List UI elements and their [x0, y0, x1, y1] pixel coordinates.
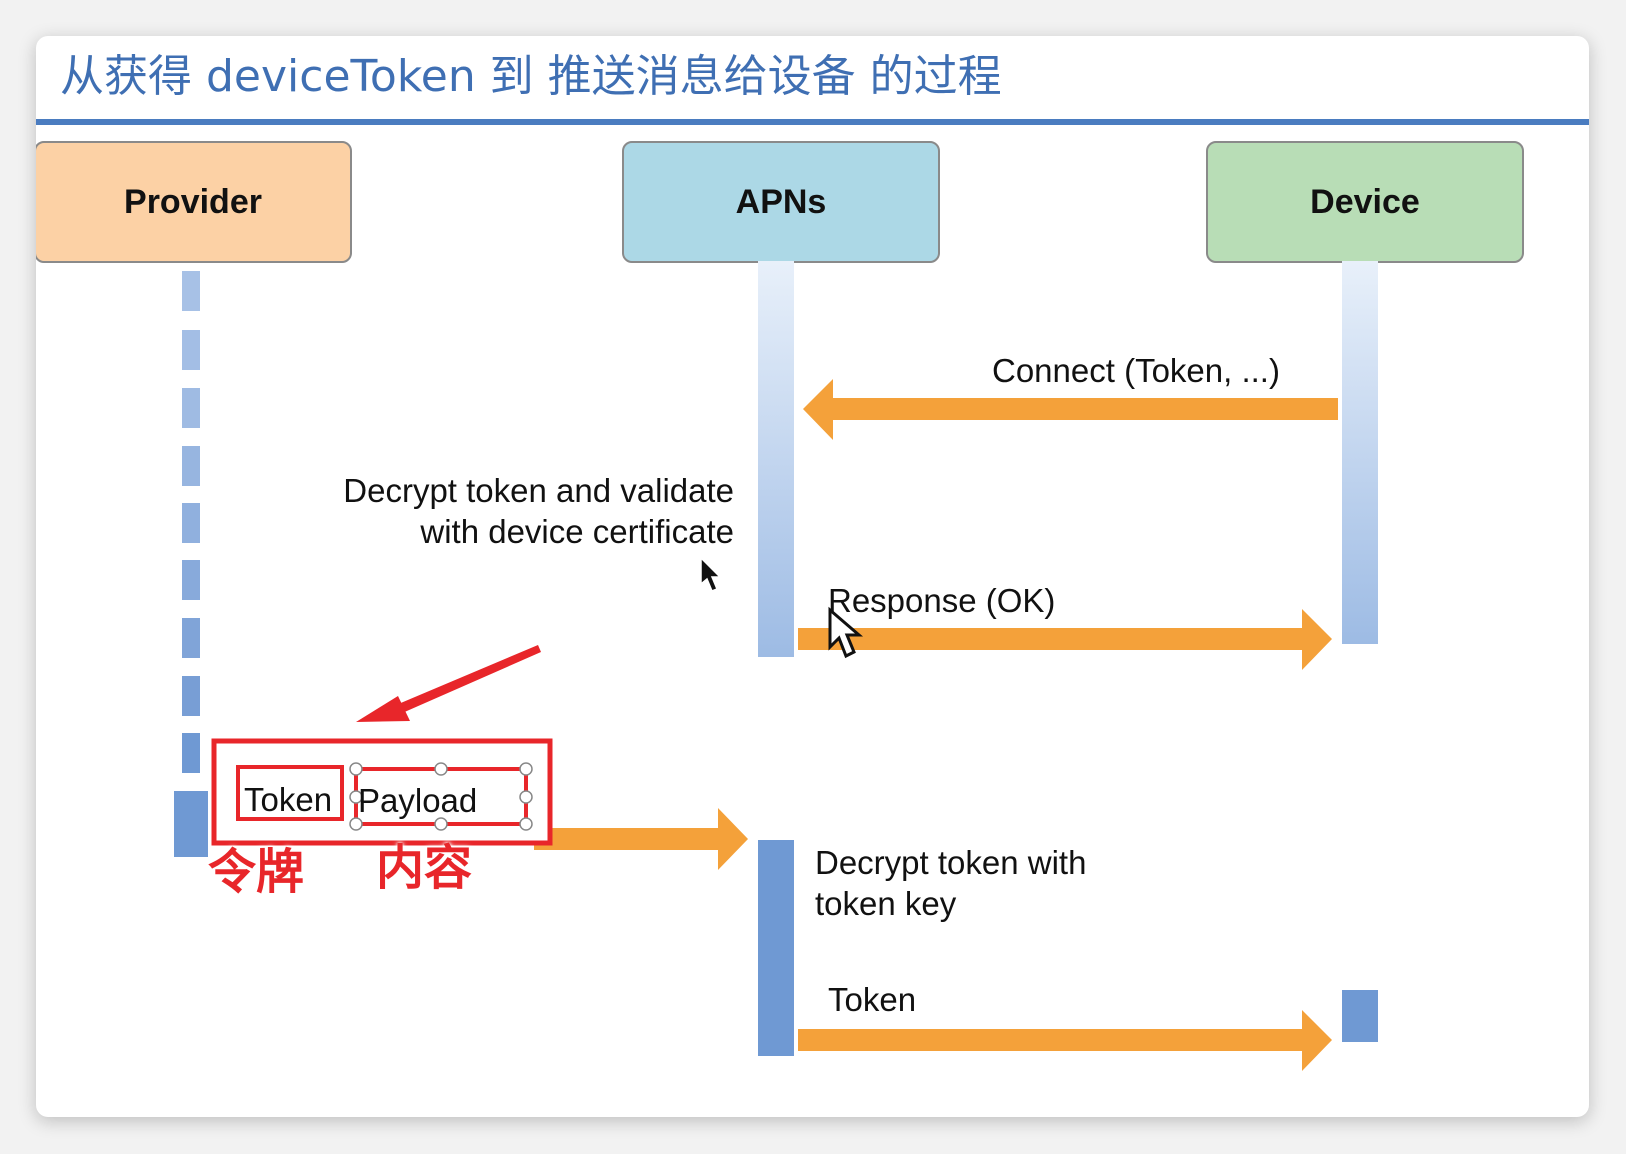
actor-device-label: Device	[1310, 182, 1420, 221]
packet-arrow	[534, 808, 748, 870]
decrypt-validate-line-2: with device certificate	[420, 513, 734, 550]
device-activation-bar	[1342, 990, 1378, 1042]
actor-device: Device	[1206, 141, 1524, 263]
response-label: Response (OK)	[828, 582, 1056, 619]
page-title: 从获得 deviceToken 到 推送消息给设备 的过程	[60, 51, 1002, 102]
apns-lifeline-upper	[758, 261, 794, 657]
token-arrow	[798, 1010, 1332, 1071]
slide: 从获得 deviceToken 到 推送消息给设备 的过程 Provider A…	[36, 36, 1589, 1117]
mouse-cursor-icon	[700, 556, 722, 592]
apns-activation-bar	[758, 840, 794, 1056]
decrypt-key-line-1: Decrypt token with	[815, 844, 1087, 881]
sequence-diagram	[174, 261, 1378, 1071]
packet-payload-label: Payload	[358, 782, 478, 819]
decrypt-validate-line-1: Decrypt token and validate	[343, 472, 734, 509]
payload-cn-annotation: 内容	[376, 840, 473, 896]
device-lifeline-upper	[1342, 261, 1378, 644]
red-pointer-arrow	[356, 645, 541, 722]
decrypt-validate-label: Decrypt token and validate with device c…	[294, 470, 734, 552]
provider-activation-bar	[174, 791, 208, 857]
connect-label: Connect (Token, ...)	[992, 352, 1280, 389]
token-message-label: Token	[828, 981, 917, 1018]
actor-provider: Provider	[36, 141, 352, 263]
selection-handles[interactable]	[349, 762, 533, 831]
actor-apns: APNs	[622, 141, 940, 263]
provider-lifeline	[182, 271, 200, 773]
decrypt-key-label: Decrypt token with token key	[815, 842, 1086, 924]
connect-arrow	[803, 379, 1338, 440]
token-field-highlight	[236, 765, 344, 821]
packet-highlight-frame	[211, 738, 553, 846]
packet-token-label: Token	[244, 781, 333, 818]
response-arrow	[798, 609, 1332, 670]
token-cn-annotation: 令牌	[208, 844, 305, 900]
decrypt-key-line-2: token key	[815, 885, 957, 922]
title-divider	[36, 119, 1589, 125]
mouse-cursor-icon	[828, 606, 864, 659]
actor-provider-label: Provider	[124, 182, 262, 221]
actor-apns-label: APNs	[735, 182, 827, 221]
